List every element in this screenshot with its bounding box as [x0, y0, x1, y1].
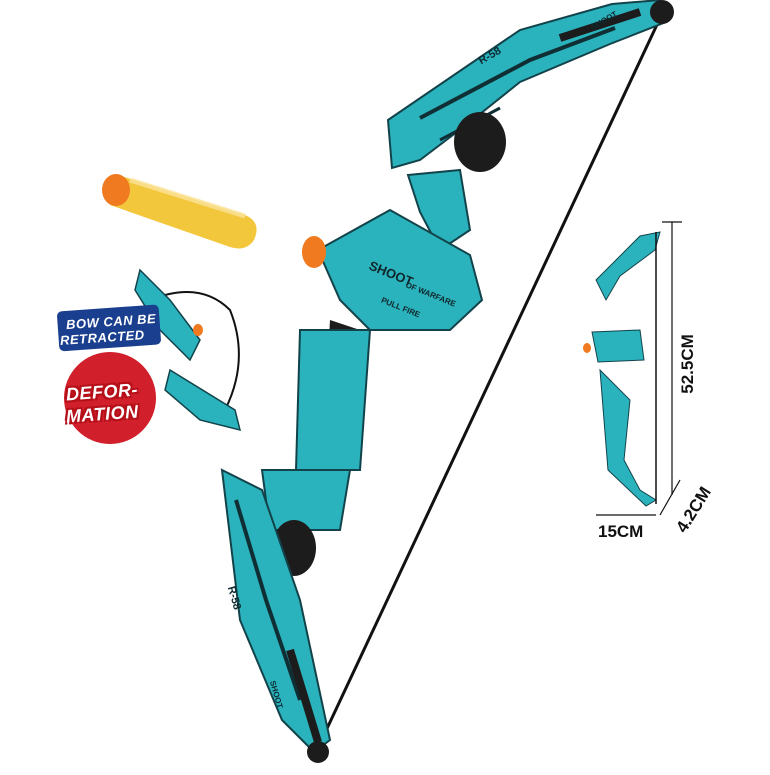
bow-top-limb: [386, 0, 674, 172]
retracted-bow-inset: [57, 268, 242, 444]
width-dimension: 15CM: [598, 522, 644, 541]
bow-string: [314, 13, 664, 753]
bow-bottom-limb: [220, 468, 332, 763]
bow-riser: [260, 168, 484, 531]
foam-dart: [102, 174, 257, 249]
dimension-diagram: [583, 221, 682, 516]
height-dimension: 52.5CM: [678, 334, 697, 394]
